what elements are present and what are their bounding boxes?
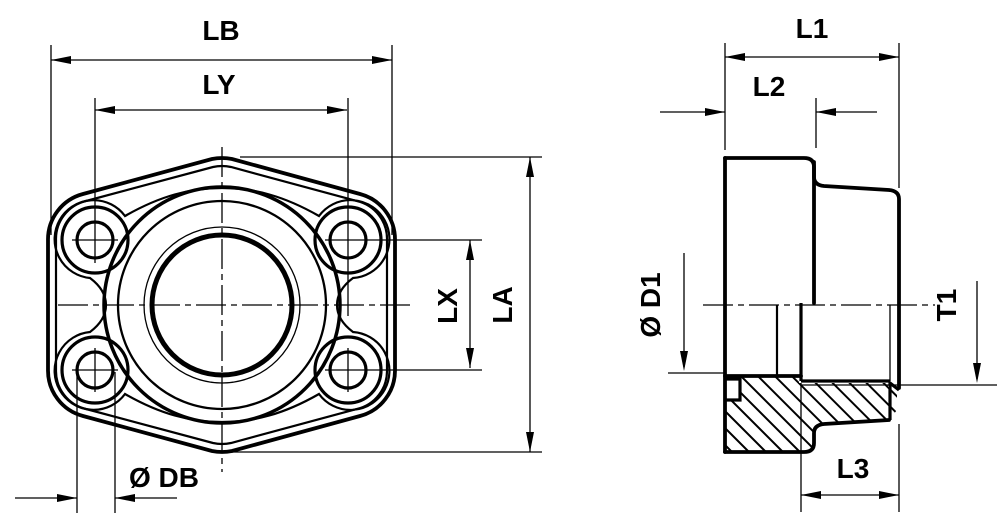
thread-exit-edge: [888, 379, 900, 420]
dimension-D1: Ø D1: [635, 253, 724, 374]
flange-front-view: LB LY LX LA Ø DB: [15, 15, 542, 513]
raised-face-contour: [53, 186, 391, 424]
hub-circle: [102, 185, 342, 425]
dimension-LX: LX: [432, 240, 474, 368]
raised-face-circle: [116, 199, 328, 411]
dimension-DB: Ø DB: [15, 462, 199, 502]
label-T1: T1: [931, 289, 962, 322]
dimension-L3: L3: [801, 453, 899, 499]
oring-groove: [725, 377, 742, 402]
bolt-centerlines: [72, 98, 482, 392]
label-L3: L3: [837, 453, 870, 484]
lower-outline: [723, 418, 891, 454]
dimension-LA: LA: [487, 157, 534, 452]
bore-circle: [149, 232, 295, 378]
label-LX: LX: [432, 288, 463, 324]
section-hatching: [725, 377, 897, 451]
upper-outline: [723, 156, 901, 390]
label-L2: L2: [753, 71, 786, 102]
dimension-L2: L2: [660, 71, 877, 116]
dimension-LY: LY: [95, 69, 347, 114]
dimension-L1: L1: [725, 13, 899, 61]
label-LB: LB: [202, 15, 239, 46]
label-DB: Ø DB: [129, 462, 199, 493]
label-LA: LA: [487, 286, 518, 323]
label-LY: LY: [202, 69, 236, 100]
bore-chamfer-circle: [143, 226, 301, 384]
dimension-T1: T1: [931, 281, 981, 383]
flange-side-view: L1 L2 Ø D1 T1 L3: [635, 13, 997, 512]
dimension-LB: LB: [51, 15, 392, 64]
label-D1: Ø D1: [635, 272, 666, 337]
label-L1: L1: [796, 13, 829, 44]
extension-lines-side: [724, 43, 900, 512]
extension-lines-front: [50, 45, 542, 513]
